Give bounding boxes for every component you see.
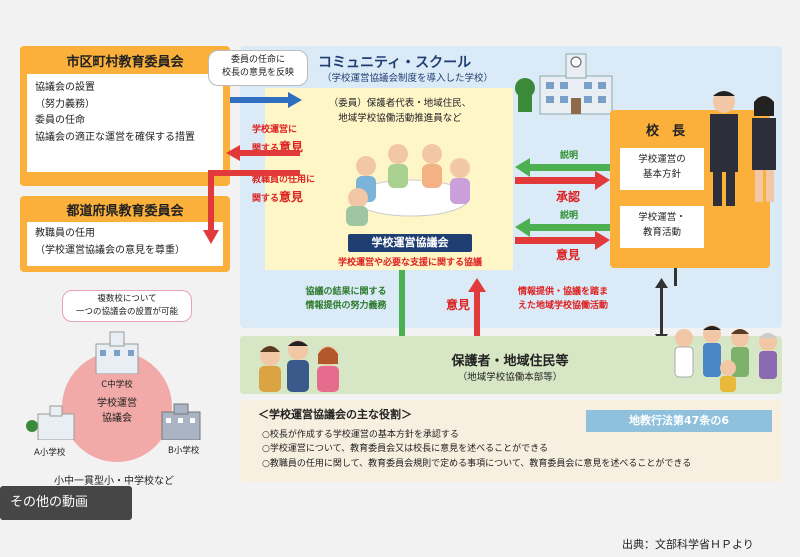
line: 学校運営に: [252, 125, 298, 135]
opinion-up-label: 意見: [446, 298, 471, 312]
guardians-title: 保護者・地域住民等: [451, 354, 569, 369]
line: 学校運営: [97, 398, 137, 409]
principal-title: 校 長: [646, 124, 686, 139]
opinion-staff-appointment: 教職員の任用に 関する意見: [252, 174, 315, 206]
guardians-subtitle: （地域学校協働本部等）: [457, 372, 563, 383]
line: 地域学校協働活動推進員など: [338, 113, 462, 125]
municipal-board: 市区町村教育委員会 協議会の設置 （努力義務） 委員の任命 協議会の適正な運営を…: [20, 46, 230, 186]
line: 委員の任命に: [230, 55, 285, 65]
roles-item: ○学校運営について、教育委員会又は校長に意見を述べることができる: [262, 444, 548, 455]
guardians-right-illustration: [668, 320, 788, 392]
roles-title: ＜学校運営協議会の主な役割＞: [258, 408, 412, 421]
council-subtitle: 学校運営や必要な支援に関する協議: [337, 258, 482, 268]
roles-list: ○校長が作成する学校運営の基本方針を承認する ○学校運営について、教育委員会又は…: [262, 428, 691, 471]
principal-figures-illustration: [700, 86, 790, 216]
line: 学校運営の: [638, 154, 686, 165]
school-c-icon: [92, 330, 142, 374]
principal-activities: 学校運営・ 教育活動: [620, 206, 704, 248]
council-members: （委員）保護者代表・地域住民、 地域学校協働活動推進員など: [300, 96, 500, 126]
multi-school-council: 学校運営 協議会: [82, 396, 152, 426]
school-a-label: A小学校: [34, 448, 66, 458]
line: 情報提供・協議を踏ま: [518, 287, 609, 297]
line: 情報提供の努力義務: [305, 300, 387, 311]
roles-item: ○校長が作成する学校運営の基本方針を承認する: [262, 430, 459, 440]
line: （努力義務）: [35, 98, 95, 110]
line-wrap: 関する意見: [252, 188, 315, 207]
school-c-label: C中学校: [101, 380, 133, 390]
council-title: 学校運営協議会: [348, 234, 472, 252]
prefectural-board-title: 都道府県教育委員会: [66, 204, 184, 219]
line: 教育活動: [642, 226, 681, 238]
multi-school-note: 複数校について 一つの協議会の設置が可能: [62, 290, 192, 322]
label-approve: 承認: [556, 190, 581, 204]
line: えた地域学校協働活動: [518, 300, 609, 311]
source-caption: 出典：文部科学省ＨＰより: [622, 538, 754, 551]
line: 協議会の適正な運営を確保する措置: [35, 131, 195, 143]
prefectural-board-body: 教職員の任用 （学校運営協議会の意見を尊重）: [27, 222, 223, 266]
line: （学校運営協議会の意見を尊重）: [35, 244, 185, 256]
law-badge: 地教行法第47条の6: [586, 410, 772, 432]
line: 協議会: [102, 413, 132, 424]
community-school-title: コミュニティ・スクール: [318, 55, 472, 71]
municipal-board-title: 市区町村教育委員会: [66, 55, 184, 70]
more-videos-button[interactable]: その他の動画: [0, 486, 132, 520]
school-a-icon: [26, 404, 76, 440]
line: 協議の結果に関する: [305, 287, 387, 297]
school-b-icon: [158, 402, 204, 440]
community-school-subtitle: （学校運営協議会制度を導入した学校）: [322, 73, 494, 84]
line: 校長の意見を反映: [221, 68, 294, 79]
label-opinion: 意見: [556, 248, 581, 262]
roles-item: ○教職員の任用に関して、教育委員会規則で定める事項について、教育委員会に意見を述…: [262, 458, 692, 469]
prefectural-board: 都道府県教育委員会 教職員の任用 （学校運営協議会の意見を尊重）: [20, 196, 230, 272]
line: 関する: [252, 143, 280, 154]
municipal-board-body: 協議会の設置 （努力義務） 委員の任命 協議会の適正な運営を確保する措置: [27, 74, 223, 172]
guardians-left-illustration: [250, 334, 350, 394]
line: （委員）保護者代表・地域住民、: [328, 98, 472, 109]
principal-policy: 学校運営の 基本方針: [620, 148, 704, 190]
result-info: 協議の結果に関する 情報提供の努力義務: [286, 286, 406, 314]
line: 協議会の設置: [35, 82, 95, 93]
line: 基本方針: [642, 168, 681, 180]
school-b-label: B小学校: [168, 446, 200, 456]
label-explain-1: 説明: [560, 151, 579, 161]
line: 関する: [252, 193, 280, 204]
line: 一つの協議会の設置が可能: [75, 306, 178, 317]
line: 学校運営・: [638, 212, 686, 223]
line: 意見: [279, 189, 304, 204]
line: 教職員の任用: [35, 228, 95, 239]
arrow-blue-appointment: [230, 97, 288, 103]
info-provide: 情報提供・協議を踏ま えた地域学校協働活動: [518, 286, 608, 314]
school-building-icon: [510, 46, 620, 116]
appointment-note: 委員の任命に 校長の意見を反映: [208, 50, 308, 86]
line: 委員の任命: [35, 115, 85, 126]
multi-school-caption: 小中一貫型小・中学校など: [54, 476, 174, 487]
meeting-illustration: [336, 136, 486, 228]
line: 教職員の任用に: [252, 175, 316, 185]
label-explain-2: 説明: [560, 211, 579, 221]
line: 複数校について: [97, 294, 157, 304]
